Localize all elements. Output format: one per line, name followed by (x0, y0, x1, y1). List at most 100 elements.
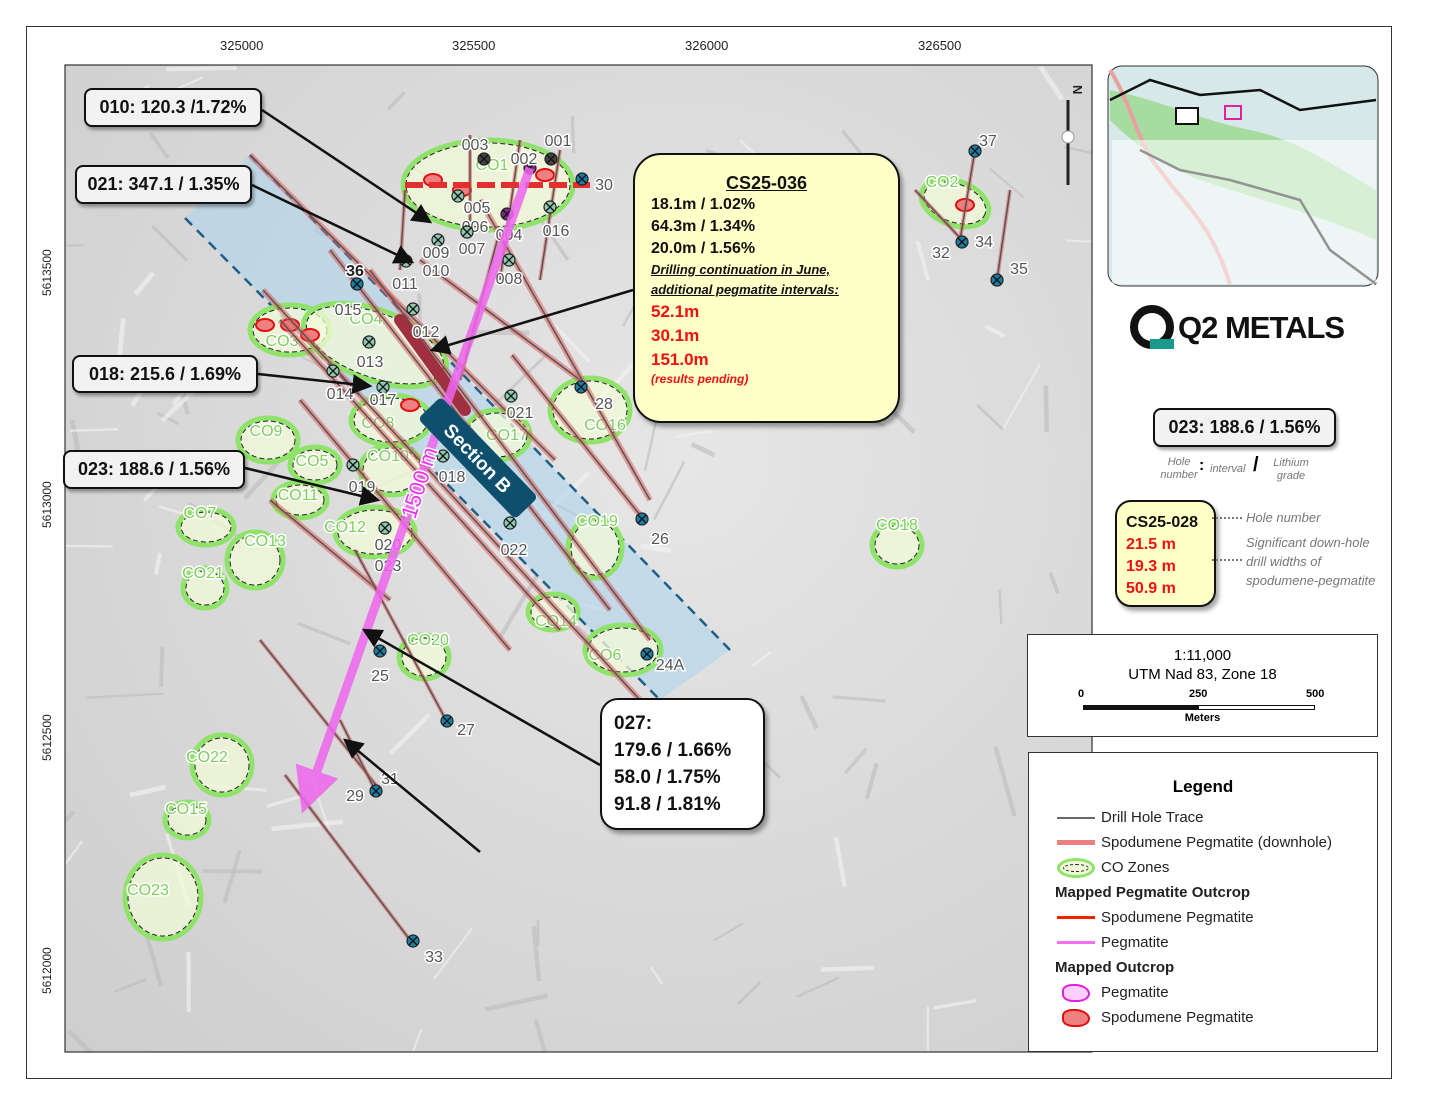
relief-ridge (570, 116, 576, 154)
callout-hole-021: 021: 347.1 / 1.35% (75, 165, 252, 204)
co-zone-outline (565, 515, 625, 581)
hole-cross (577, 174, 587, 184)
drill-hole-trace (996, 189, 1011, 281)
drill-hole-marker-icon (431, 233, 445, 247)
relief-ridge (864, 763, 879, 800)
callout-title: CS25-036 (725, 173, 808, 193)
relief-ridge (820, 965, 874, 972)
key-interval: interval (1210, 463, 1246, 475)
spodumene-outcrop (535, 168, 555, 182)
drill-hole-trace (354, 549, 447, 721)
co-zone-dashed (180, 511, 232, 543)
co-zone-outline (122, 852, 204, 942)
co-zone-label: CO20 (407, 632, 449, 649)
hole-cross (576, 382, 586, 392)
hole-cross (364, 337, 374, 347)
relief-ridge (763, 761, 781, 779)
hole-label: 24A (656, 657, 685, 674)
section-boundary (249, 154, 731, 651)
co-zone-label: CO12 (324, 519, 366, 536)
hole-label: 018 (439, 469, 466, 486)
pending-interval: 52.1m (651, 302, 700, 321)
co-zone-label: CO22 (186, 749, 228, 766)
relief-ridge (751, 651, 771, 668)
relief-ridge (1065, 239, 1092, 243)
x-tick: 325500 (452, 38, 496, 53)
drill-hole-trace (511, 354, 641, 516)
hole-label: 30 (595, 177, 613, 194)
co-zone-outline (235, 415, 301, 465)
callout-hole-018: 018: 215.6 / 1.69% (72, 355, 258, 393)
co-zone-dashed (923, 181, 987, 225)
hole-label: 017 (370, 392, 397, 409)
note: Drilling continuation in June, (651, 262, 831, 277)
scale-tick: 0 (1078, 688, 1085, 700)
relief-ridge (933, 999, 977, 1010)
drill-hole-marker-icon (635, 512, 649, 526)
hole-label: 011 (392, 276, 418, 293)
co-zone-swatch (1055, 857, 1097, 878)
callout-hole-023: 023: 188.6 / 1.56% (63, 450, 245, 489)
hole-cross (380, 523, 390, 533)
interval: 179.6 / 1.66% (614, 740, 732, 761)
relief-ridge (538, 218, 570, 261)
drill-hole-marker-icon (477, 152, 491, 166)
projection: UTM Nad 83, Zone 18 (1128, 666, 1277, 683)
key-lithium-grade: Lithium grade (1273, 457, 1309, 482)
hole-cross (505, 518, 515, 528)
relief-ridge (843, 747, 868, 775)
legend-label: Drill Hole Trace (1101, 809, 1204, 826)
x-tick: 325000 (220, 38, 264, 53)
legend-panel: Legend Drill Hole Trace Spodumene Pegmat… (1028, 752, 1378, 1052)
drill-hole-marker-icon (451, 189, 465, 203)
hole-label: 27 (457, 722, 475, 739)
key-cs-width: 21.5 m (1126, 536, 1176, 553)
co-zone-dashed (530, 596, 576, 628)
hole-label: 022 (501, 542, 528, 559)
relief-ridge (796, 976, 840, 999)
drill-hole-trace (419, 259, 581, 381)
scale-bar-white (1198, 705, 1315, 710)
hole-label: 002 (511, 151, 538, 168)
relief-ridge (65, 809, 76, 825)
hole-label: 33 (425, 949, 443, 966)
drill-hole-marker-icon (378, 521, 392, 535)
legend-item: CO Zones (1055, 855, 1377, 880)
relief-ridge (531, 925, 542, 982)
drill-hole-marker-icon (373, 644, 387, 658)
callout-arrows (244, 108, 634, 853)
co-zone (565, 515, 625, 581)
hole-cross (408, 304, 418, 314)
key-cs-title: CS25-028 (1126, 514, 1199, 531)
relief-ridge (84, 692, 164, 699)
legend-label: Pegmatite (1101, 984, 1169, 1001)
drill-hole-marker-icon (990, 273, 1004, 287)
pegmatite-outcrop-swatch (1055, 983, 1097, 1003)
inset-map (1107, 65, 1379, 287)
drill-hole-marker-icon (968, 144, 982, 158)
drill-hole-marker-icon (955, 235, 969, 249)
hole-label: 007 (459, 241, 486, 258)
hole-cross (545, 202, 555, 212)
relief-ridge (65, 840, 84, 867)
results-pending: (results pending) (651, 372, 749, 386)
co-zone-label: CO15 (165, 801, 207, 818)
co-zone-dashed (275, 484, 325, 516)
relief-ridge (271, 819, 343, 832)
relief-ridge (640, 543, 672, 554)
hole-cross (442, 716, 452, 726)
scale-panel: 1:11,000 UTM Nad 83, Zone 18 0 250 500 M… (1027, 634, 1378, 737)
interval: 64.3m / 1.34% (651, 218, 756, 235)
spodumene-outcrop-swatch (1055, 1008, 1097, 1028)
co-zone-dashed (405, 142, 571, 228)
hole-cross (438, 451, 448, 461)
interval: 20.0m / 1.56% (651, 240, 756, 257)
hole-label: 35 (1010, 261, 1028, 278)
key-colon: : (1199, 457, 1205, 474)
relief-ridge (386, 90, 406, 111)
distance-arrow (295, 166, 535, 814)
relief-ridge (533, 1018, 547, 1052)
hole-cross (375, 646, 385, 656)
co-zone (224, 529, 286, 591)
